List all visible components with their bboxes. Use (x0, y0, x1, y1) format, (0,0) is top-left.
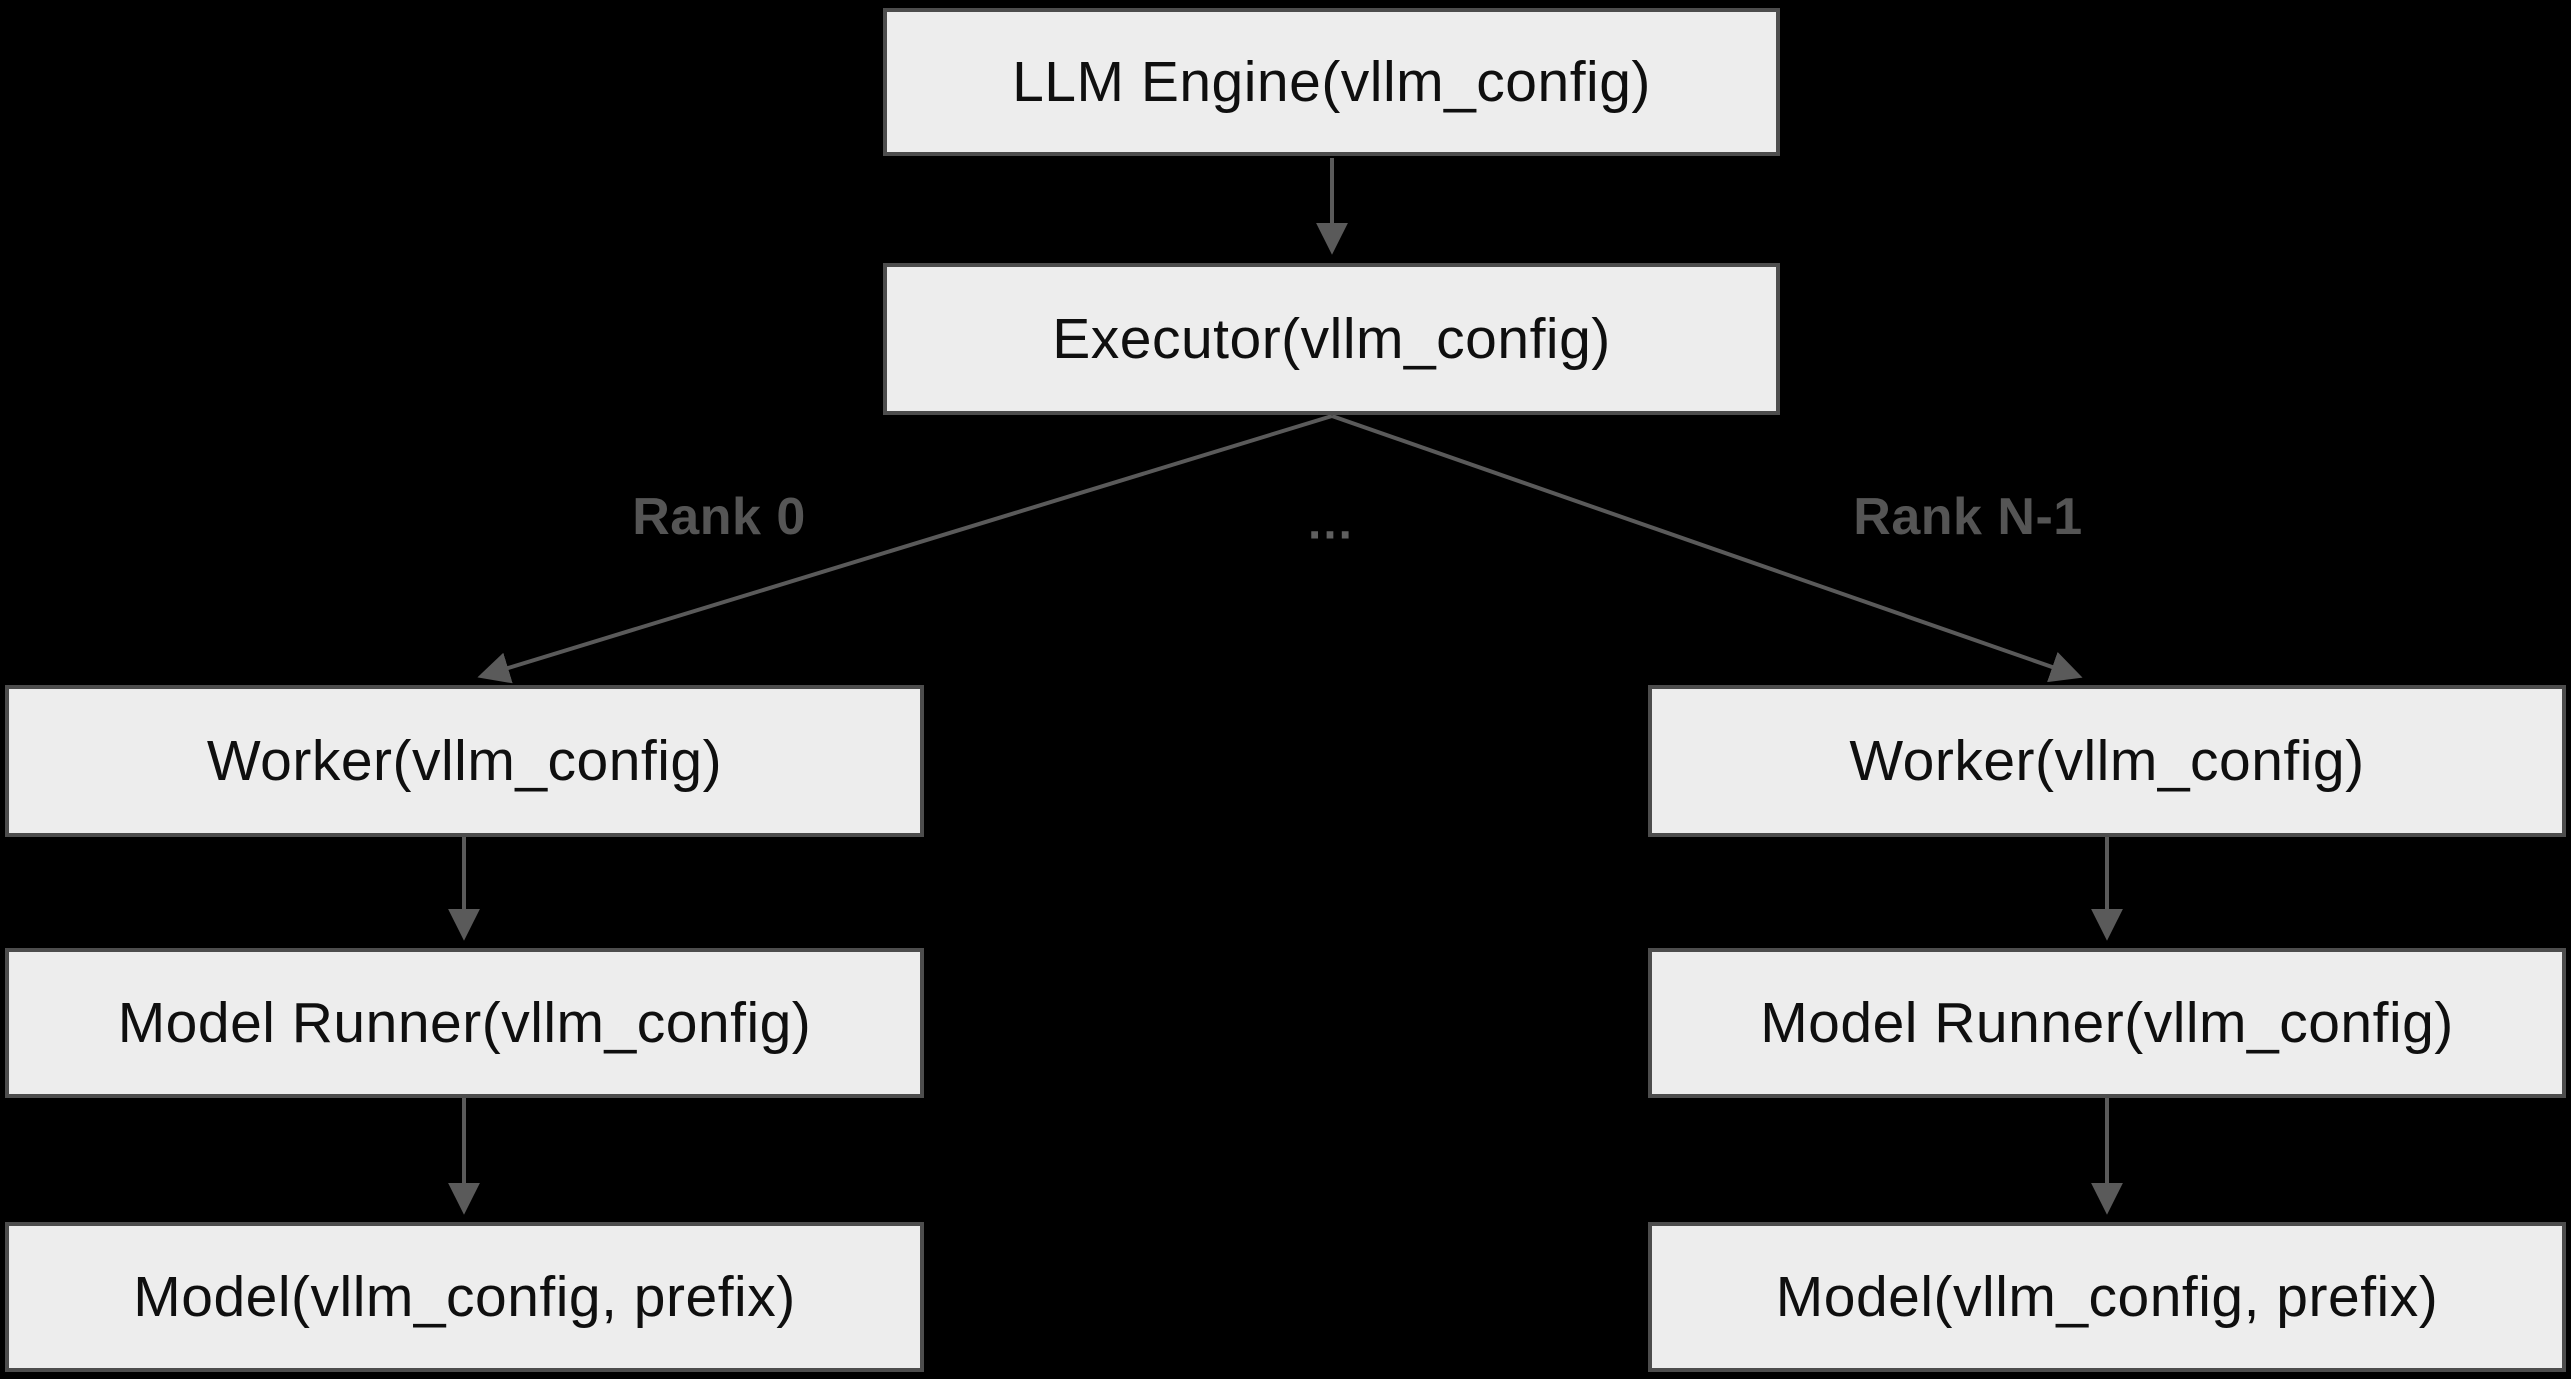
node-model-runner-rank-n1-label: Model Runner(vllm_config) (1760, 991, 2454, 1055)
node-model-rank0-label: Model(vllm_config, prefix) (133, 1265, 796, 1329)
node-llm-engine: LLM Engine(vllm_config) (883, 8, 1780, 156)
node-executor-label: Executor(vllm_config) (1052, 307, 1611, 371)
node-llm-engine-label: LLM Engine(vllm_config) (1012, 50, 1651, 114)
node-model-runner-rank0: Model Runner(vllm_config) (5, 948, 924, 1098)
node-model-runner-rank-n1: Model Runner(vllm_config) (1648, 948, 2566, 1098)
node-model-runner-rank0-label: Model Runner(vllm_config) (117, 991, 812, 1055)
node-worker-rank0-label: Worker(vllm_config) (206, 729, 723, 793)
node-executor: Executor(vllm_config) (883, 263, 1780, 415)
edge-label-ellipsis: … (1306, 496, 1356, 550)
edge-label-rank0: Rank 0 (632, 488, 806, 546)
node-worker-rank-n1: Worker(vllm_config) (1648, 685, 2566, 837)
node-worker-rank-n1-label: Worker(vllm_config) (1849, 729, 2365, 793)
node-model-rank-n1: Model(vllm_config, prefix) (1648, 1222, 2566, 1372)
node-model-rank-n1-label: Model(vllm_config, prefix) (1775, 1265, 2439, 1329)
node-model-rank0: Model(vllm_config, prefix) (5, 1222, 924, 1372)
edge-executor-to-worker-left (477, 414, 1333, 684)
edge-label-rank-n1: Rank N-1 (1853, 488, 2083, 546)
node-worker-rank0: Worker(vllm_config) (5, 685, 924, 837)
